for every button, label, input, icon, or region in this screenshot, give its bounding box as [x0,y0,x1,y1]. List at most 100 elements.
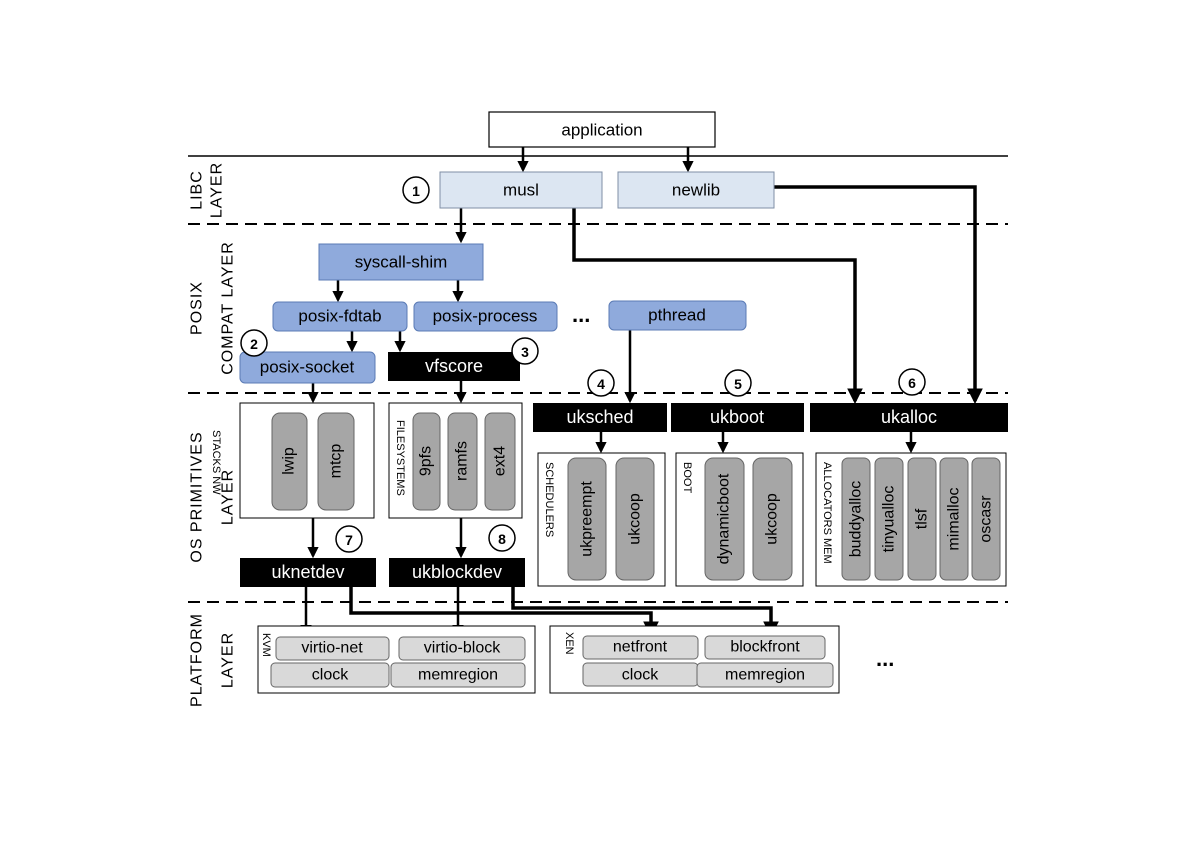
virtio-block-label: virtio-block [424,640,501,657]
net-stacks-label: STACKS NW [210,430,222,495]
ukpreempt-label: ukpreempt [579,481,596,557]
marker-2: 2 [240,329,268,357]
group-pill-buddyalloc [841,457,871,581]
ukboot-label: ukboot [710,407,764,427]
platform-pill-xen-memregion [696,662,834,688]
boot-label: BOOT [681,462,693,493]
layer-label-os: OS PRIMITIVES LAYER [189,431,237,562]
dynamicboot-label: dynamicboot [716,473,733,564]
svg-text:2: 2 [250,336,258,352]
ext4-label: ext4 [492,446,509,476]
newlib-label: newlib [672,181,720,200]
svg-text:1: 1 [412,183,420,199]
group-pill-mtcp [317,412,355,511]
virtio-net-label: virtio-net [301,640,363,657]
9pfs-label: 9pfs [418,446,435,476]
svg-text:7: 7 [345,532,353,548]
svg-text:4: 4 [597,376,605,392]
xen-clock-label: clock [622,667,659,684]
svg-text:3: 3 [521,344,529,360]
vfscore-label: vfscore [425,356,483,376]
svg-text:COMPAT LAYER: COMPAT LAYER [220,241,237,375]
svg-text:PLATFORM: PLATFORM [189,613,206,707]
application-label: application [561,121,642,140]
group-pill-tlsf [907,457,937,581]
platform-pill-virtio-net [275,636,390,661]
ukalloc-box [810,403,1008,432]
newlib-box [617,171,775,209]
layer-label-libc: LIBC LAYER [189,162,226,218]
posix-ellipsis: ... [572,302,590,327]
marker-5: 5 [724,369,752,397]
filesystems-label: FILESYSTEMS [394,420,406,496]
svg-text:LIBC: LIBC [189,170,206,210]
allocators-label: ALLOCATORS MEM [821,462,833,564]
platform-pill-netfront [582,635,699,660]
musl-box [439,171,603,209]
xen-label: XEN [563,632,575,655]
edge-newlib-ukalloc [774,185,983,405]
xen-memregion-label: memregion [725,667,805,684]
marker-8: 8 [488,524,516,552]
syscall-shim-box [318,243,484,281]
edge-uknetdev-netfront [349,587,659,638]
group-pill-9pfs [412,412,441,511]
oscasr-label: oscasr [978,495,995,543]
platform-pill-virtio-block [398,636,526,661]
edge-musl-ukalloc [572,208,863,405]
syscall-shim-label: syscall-shim [355,253,448,272]
platform-pill-kvm-memregion [390,662,526,688]
tinyualloc-label: tinyualloc [881,486,898,553]
posix-fdtab-box [272,301,408,332]
svg-text:5: 5 [734,376,742,392]
group-pill-ukpreempt [567,457,607,581]
ukcoop-sched-label: ukcoop [627,493,644,545]
edge-ukblockdev-blockfront [511,587,779,638]
group-pill-mimalloc [939,457,969,581]
ukalloc-label: ukalloc [881,407,937,427]
svg-text:LAYER: LAYER [220,469,237,525]
group-pill-oscasr [971,457,1001,581]
group-pill-ukcoop-boot [752,457,793,581]
netfront-label: netfront [613,639,668,656]
mimalloc-label: mimalloc [946,487,963,550]
svg-text:6: 6 [908,375,916,391]
lwip-label: lwip [281,447,298,475]
marker-6: 6 [898,368,926,396]
uksched-box [533,403,667,432]
group-pill-dynamicboot [704,457,745,581]
uknetdev-label: uknetdev [271,562,344,582]
posix-fdtab-label: posix-fdtab [298,307,381,326]
posix-socket-label: posix-socket [260,358,355,377]
uknetdev-box [240,558,376,587]
platform-pill-kvm-clock [270,662,390,688]
svg-text:LAYER: LAYER [209,162,226,218]
platform-pill-blockfront [704,635,826,660]
group-pill-lwip [271,412,308,511]
blockfront-label: blockfront [730,639,800,656]
application-box [488,111,716,148]
kvm-clock-label: clock [312,667,349,684]
svg-text:OS PRIMITIVES: OS PRIMITIVES [189,431,206,562]
group-pill-tinyualloc [874,457,904,581]
marker-4: 4 [587,369,615,397]
tlsf-label: tlsf [914,508,931,529]
ukblockdev-label: ukblockdev [412,562,502,582]
posix-socket-box [239,351,376,384]
svg-text:8: 8 [498,531,506,547]
marker-7: 7 [335,525,363,553]
ukboot-box [671,403,804,432]
posix-process-label: posix-process [433,307,538,326]
group-pill-ramfs [447,412,478,511]
uksched-label: uksched [566,407,633,427]
group-pill-ext4 [484,412,516,511]
mtcp-label: mtcp [328,444,345,479]
posix-process-box [413,301,558,332]
buddyalloc-label: buddyalloc [848,481,865,558]
group-pill-ukcoop-sched [615,457,655,581]
ukcoop-boot-label: ukcoop [764,493,781,545]
connections [300,147,983,638]
musl-label: musl [503,181,539,200]
svg-text:POSIX: POSIX [189,281,206,335]
